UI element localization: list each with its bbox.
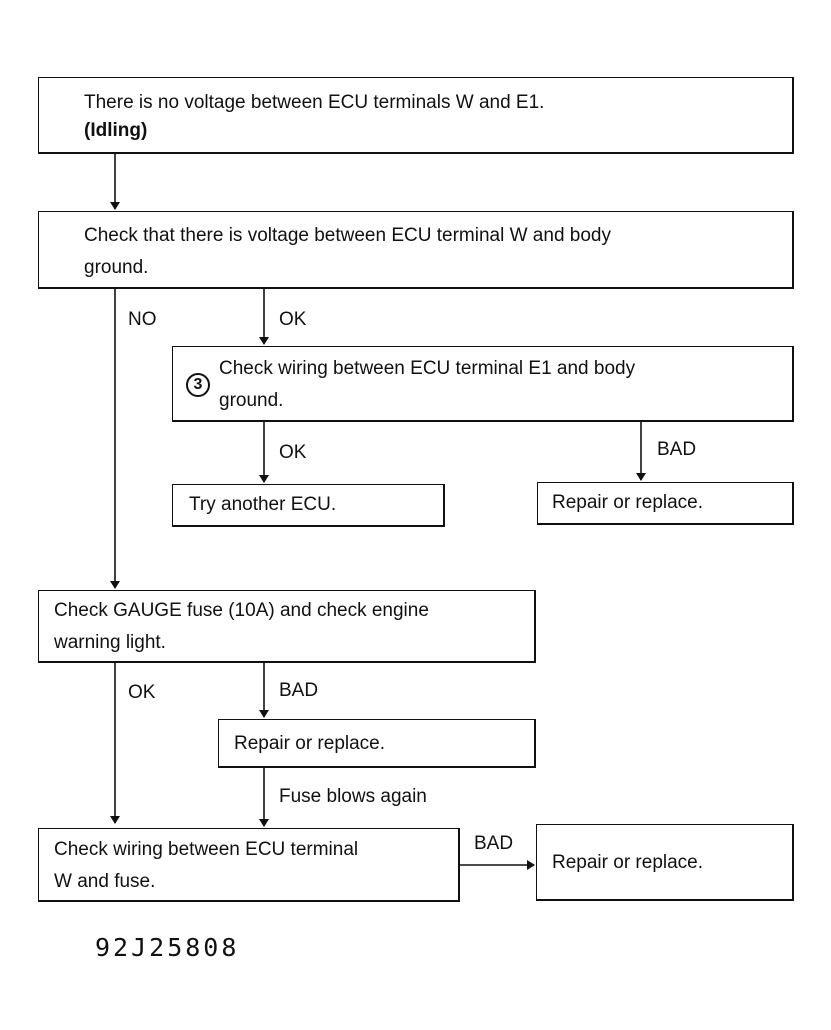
check-voltage-line2: ground. (84, 257, 149, 278)
repair-box-3: Repair or replace. (536, 824, 794, 901)
check-wiring-w-line1: Check wiring between ECU terminal (54, 839, 359, 860)
label-bad-1: BAD (657, 439, 697, 460)
check-gauge-box: Check GAUGE fuse (10A) and check engine … (38, 590, 536, 663)
label-ok-2: OK (279, 442, 307, 463)
check-gauge-line2: warning light. (54, 632, 166, 653)
check-wiring-w-box: Check wiring between ECU terminal W and … (38, 828, 460, 902)
check-wiring-e1-box: Check wiring between ECU terminal E1 and… (172, 346, 794, 422)
label-fuse-blows: Fuse blows again (279, 786, 427, 807)
label-ok-3: OK (128, 682, 156, 703)
start-line2: (Idling) (84, 120, 148, 141)
label-bad-2: BAD (279, 680, 319, 701)
step-number-badge: 3 (186, 373, 210, 397)
check-wiring-e1-line1: Check wiring between ECU terminal E1 and… (219, 358, 636, 379)
check-wiring-e1-line2: ground. (219, 390, 284, 411)
figure-code: 92J25808 (95, 933, 240, 962)
label-no: NO (128, 309, 157, 330)
try-ecu-box: Try another ECU. (172, 484, 445, 527)
label-bad-3: BAD (474, 833, 514, 854)
repair-box-1: Repair or replace. (537, 482, 794, 525)
start-box: There is no voltage between ECU terminal… (38, 77, 794, 154)
try-ecu-text: Try another ECU. (189, 494, 337, 515)
repair-text-3: Repair or replace. (552, 852, 704, 873)
check-gauge-line1: Check GAUGE fuse (10A) and check engine (54, 600, 429, 621)
start-line1: There is no voltage between ECU terminal… (84, 92, 545, 113)
check-voltage-box: Check that there is voltage between ECU … (38, 211, 794, 289)
check-wiring-w-line2: W and fuse. (54, 871, 156, 892)
repair-text-1: Repair or replace. (552, 492, 704, 513)
label-ok-1: OK (279, 309, 307, 330)
repair-box-2: Repair or replace. (218, 719, 536, 768)
check-voltage-line1: Check that there is voltage between ECU … (84, 225, 611, 246)
repair-text-2: Repair or replace. (234, 733, 386, 754)
